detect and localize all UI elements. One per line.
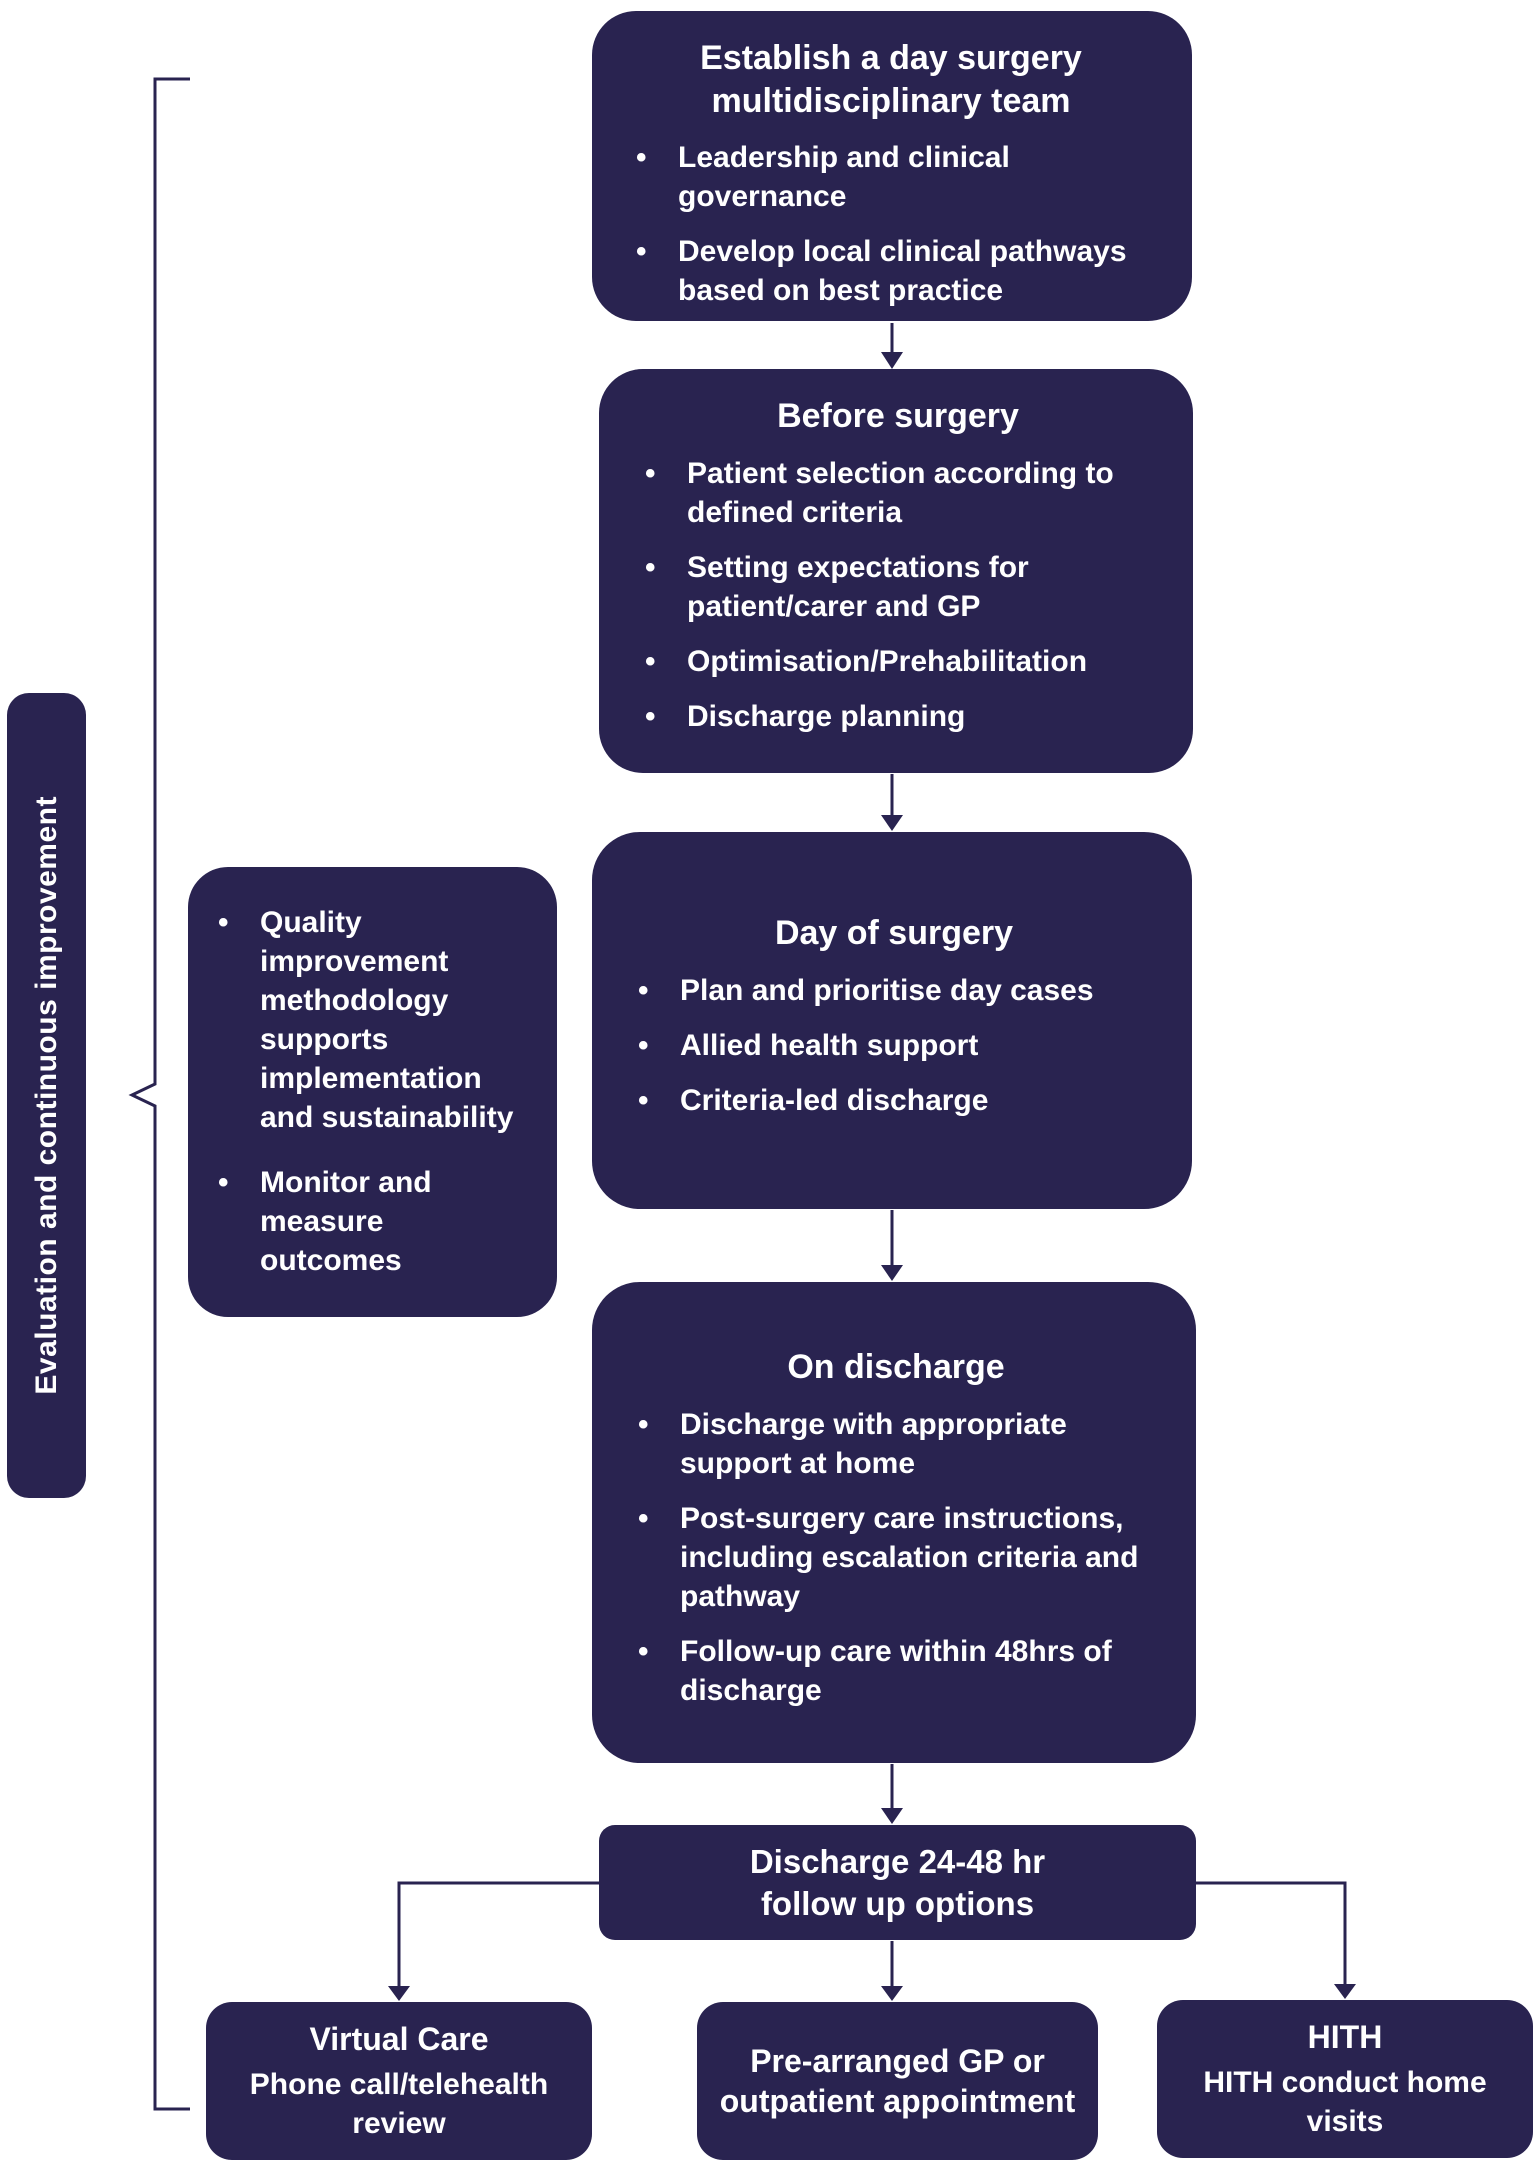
list-item: • Monitor and measure outcomes	[212, 1163, 517, 1280]
option-title: HITH	[1307, 2019, 1383, 2055]
option-title: Pre-arranged GP or outpatient appointmen…	[719, 2043, 1076, 2119]
bullet-marker: •	[645, 699, 656, 733]
option-body: Phone call/telehealth review	[249, 2068, 549, 2140]
arrow-down-icon	[881, 1764, 903, 1824]
list-item: • Quality improvement methodology suppor…	[212, 903, 517, 1137]
step-title: Discharge 24-48 hr follow up options	[749, 1843, 1046, 1922]
gp-appointment-box: Pre-arranged GP or outpatient appointmen…	[697, 2002, 1098, 2160]
step-team-box: Establish a day surgery multidisciplinar…	[592, 11, 1192, 321]
bullet-marker: •	[636, 235, 647, 268]
list-item: • Discharge planning	[639, 697, 1157, 736]
arrow-down-icon	[881, 1210, 903, 1281]
bullet-marker: •	[638, 1501, 649, 1535]
bullet-marker: •	[638, 1028, 649, 1062]
bullet-marker: •	[218, 906, 229, 939]
step-day-of-surgery-box: Day of surgery • Plan and prioritise day…	[592, 832, 1192, 1209]
branch-arrow-left-icon	[388, 1881, 599, 2001]
arrow-down-icon	[881, 774, 903, 831]
option-body: HITH conduct home visits	[1203, 2066, 1487, 2138]
list-item: • Follow-up care within 48hrs of dischar…	[632, 1632, 1160, 1710]
branch-arrow-center-icon	[881, 1941, 903, 2001]
bullet-marker: •	[638, 1407, 649, 1441]
quality-improvement-box: • Quality improvement methodology suppor…	[188, 867, 557, 1317]
virtual-care-box: Virtual Care Phone call/telehealth revie…	[206, 2002, 592, 2160]
bullet-marker: •	[638, 973, 649, 1007]
step-title: Establish a day surgery multidisciplinar…	[700, 39, 1082, 120]
evaluation-bracket	[128, 77, 190, 2111]
bullet-marker: •	[638, 1083, 649, 1117]
bullet-marker: •	[645, 550, 656, 584]
step-on-discharge-box: On discharge • Discharge with appropriat…	[592, 1282, 1196, 1763]
hith-box: HITH HITH conduct home visits	[1157, 2000, 1533, 2158]
arrow-down-icon	[881, 323, 903, 369]
bullet-marker: •	[645, 456, 656, 490]
list-item: • Setting expectations for patient/carer…	[639, 548, 1157, 626]
bullet-marker: •	[636, 141, 647, 174]
list-item: • Discharge with appropriate support at …	[632, 1405, 1160, 1483]
list-item: • Patient selection according to defined…	[639, 454, 1157, 532]
list-item: • Criteria-led discharge	[632, 1081, 1156, 1120]
step-title: Before surgery	[777, 397, 1019, 435]
step-title: Day of surgery	[774, 914, 1014, 952]
step-title: On discharge	[787, 1348, 1005, 1386]
list-item: • Allied health support	[632, 1026, 1156, 1065]
branch-arrow-right-icon	[1196, 1881, 1356, 1999]
bullet-marker: •	[218, 1166, 229, 1199]
list-item: • Optimisation/Prehabilitation	[639, 642, 1157, 681]
list-item: • Leadership and clinical governance	[630, 138, 1152, 216]
evaluation-label-box: Evaluation and continuous improvement	[7, 693, 86, 1498]
evaluation-label: Evaluation and continuous improvement	[29, 796, 63, 1395]
bullet-marker: •	[645, 644, 656, 678]
bullet-marker: •	[638, 1634, 649, 1668]
list-item: • Post-surgery care instructions, includ…	[632, 1499, 1160, 1616]
followup-options-box: Discharge 24-48 hr follow up options	[599, 1825, 1196, 1940]
step-before-surgery-box: Before surgery • Patient selection accor…	[599, 369, 1193, 773]
list-item: • Develop local clinical pathways based …	[630, 232, 1152, 310]
list-item: • Plan and prioritise day cases	[632, 971, 1156, 1010]
option-title: Virtual Care	[309, 2021, 489, 2057]
